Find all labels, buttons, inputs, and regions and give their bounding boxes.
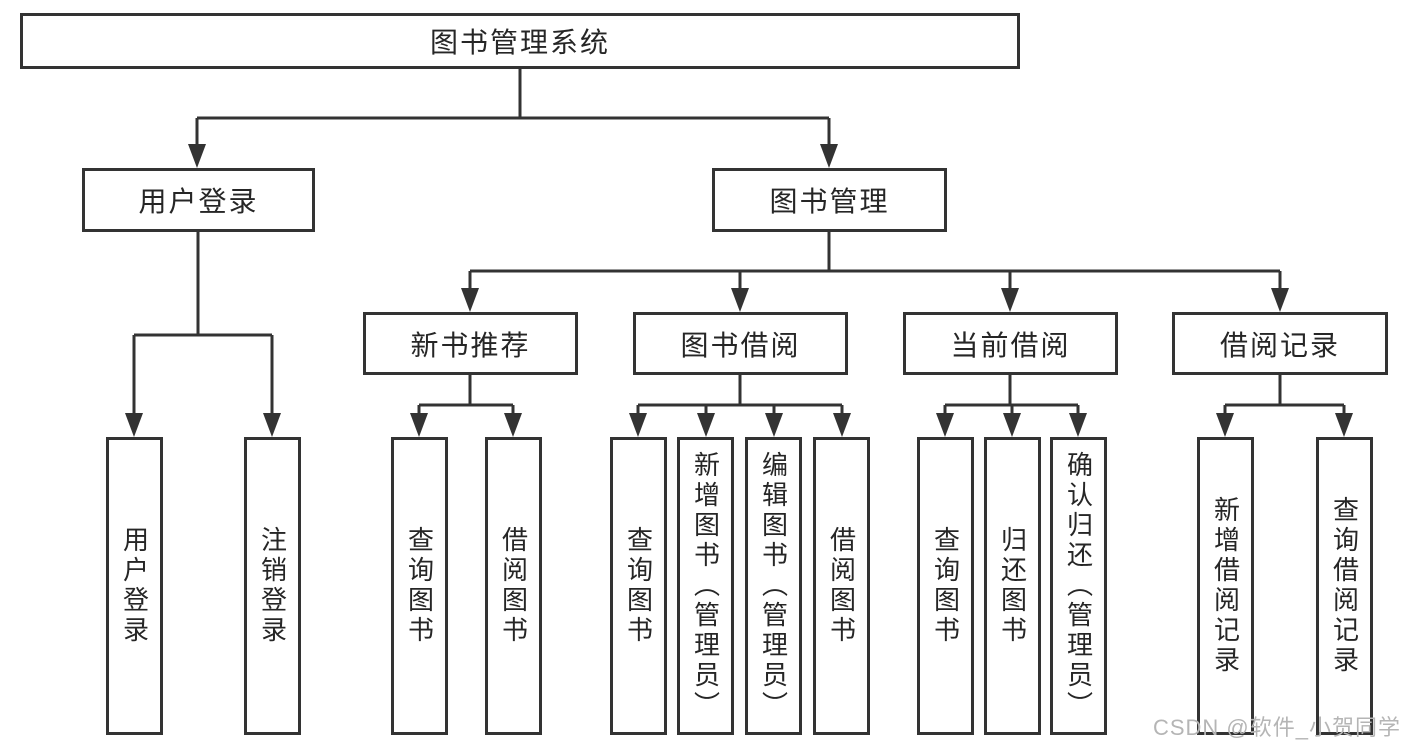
leaf-label: 借阅图书	[826, 526, 857, 646]
leaf-return-books: 归还图书	[984, 437, 1041, 735]
node-label: 新书推荐	[410, 329, 531, 361]
leaf-query-borrow-record: 查询借阅记录	[1316, 437, 1373, 735]
leaf-label: 归还图书	[997, 526, 1028, 646]
node-user-login: 用户登录	[82, 168, 315, 232]
leaf-edit-book-admin: 编辑图书（管理员）	[745, 437, 802, 735]
node-label: 借阅记录	[1219, 329, 1340, 361]
leaf-borrow-books-recommend: 借阅图书	[485, 437, 542, 735]
node-label: 图书管理	[769, 186, 890, 217]
leaf-add-borrow-record: 新增借阅记录	[1197, 437, 1254, 735]
connector-root-to-level2	[195, 69, 831, 148]
leaf-borrow-books: 借阅图书	[813, 437, 870, 735]
leaf-add-book-admin: 新增图书（管理员）	[677, 437, 734, 735]
node-label: 当前借阅	[950, 329, 1071, 361]
node-borrowing-records: 借阅记录	[1172, 312, 1388, 375]
connector-book-borrow-to-leaves	[636, 375, 844, 417]
connector-new-book-to-leaves	[417, 375, 515, 417]
connector-records-to-leaves	[1223, 375, 1346, 417]
leaf-user-login: 用户登录	[106, 437, 163, 735]
node-label: 图书管理系统	[429, 27, 610, 58]
node-label: 图书借阅	[680, 329, 801, 361]
leaf-confirm-return-admin: 确认归还（管理员）	[1050, 437, 1107, 735]
leaf-label: 查询借阅记录	[1329, 496, 1360, 676]
node-book-borrowing: 图书借阅	[633, 312, 848, 375]
leaf-query-books-borrow: 查询图书	[610, 437, 667, 735]
node-library-management-system: 图书管理系统	[20, 13, 1020, 69]
connector-current-borrow-to-leaves	[943, 375, 1080, 417]
leaf-label: 借阅图书	[498, 526, 529, 646]
leaf-label: 查询图书	[623, 526, 654, 646]
leaf-label: 新增图书（管理员）	[690, 451, 721, 721]
leaf-label: 确认归还（管理员）	[1063, 451, 1094, 721]
node-label: 用户登录	[138, 186, 259, 217]
node-current-borrowing: 当前借阅	[903, 312, 1118, 375]
leaf-query-books-recommend: 查询图书	[391, 437, 448, 735]
leaf-label: 查询图书	[930, 526, 961, 646]
node-book-management: 图书管理	[712, 168, 947, 232]
leaf-label: 查询图书	[404, 526, 435, 646]
leaf-label: 编辑图书（管理员）	[758, 451, 789, 721]
watermark: CSDN @软件_小贺同学	[1152, 715, 1401, 740]
connector-book-management-to-level3	[468, 232, 1282, 292]
leaf-label: 用户登录	[119, 526, 150, 646]
leaf-label: 注销登录	[257, 526, 288, 646]
leaf-label: 新增借阅记录	[1210, 496, 1241, 676]
node-new-book-recommendation: 新书推荐	[363, 312, 578, 375]
connector-user-login-to-leaves	[132, 232, 274, 417]
leaf-logout: 注销登录	[244, 437, 301, 735]
leaf-query-books-current: 查询图书	[917, 437, 974, 735]
